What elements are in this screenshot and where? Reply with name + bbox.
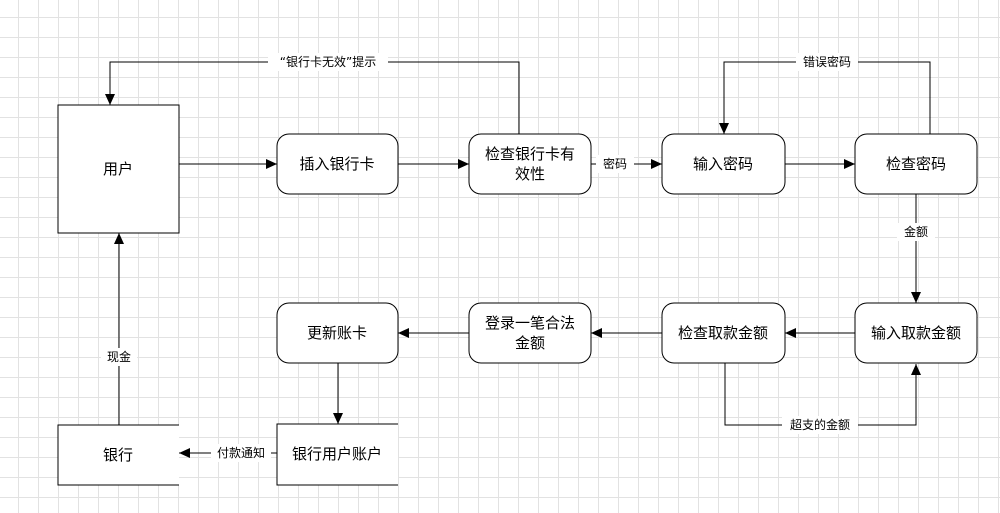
node-update-ledger <box>276 302 399 364</box>
node-record <box>468 302 592 364</box>
node-check-card-label-1: 检查银行卡有 <box>485 145 575 163</box>
node-check-card-label-2: 效性 <box>515 165 545 183</box>
node-bank <box>57 424 179 486</box>
node-enter-amount-label: 输入取款金额 <box>871 324 961 342</box>
node-record-label-2: 金额 <box>515 334 545 352</box>
label-amount: 金额 <box>904 224 928 239</box>
node-user-label: 用户 <box>103 160 133 178</box>
node-bank-account-label: 银行用户账户 <box>292 445 382 463</box>
node-insert-card <box>276 133 399 195</box>
node-check-amount <box>661 302 786 364</box>
node-record-label-1: 登录一笔合法 <box>485 314 575 332</box>
node-enter-amount <box>854 302 978 364</box>
label-payment-notice: 付款通知 <box>217 446 265 460</box>
label-overdraft: 超支的金额 <box>790 417 850 432</box>
edge-overdraft <box>724 363 921 426</box>
node-insert-card-label: 插入银行卡 <box>299 155 374 173</box>
node-check-card <box>468 133 592 195</box>
label-invalid-card: “银行卡无效”提示 <box>280 54 376 69</box>
label-password: 密码 <box>603 156 627 171</box>
node-bank-label: 银行 <box>103 446 133 464</box>
node-update-ledger-label: 更新账卡 <box>307 324 367 342</box>
node-check-pin <box>854 133 978 195</box>
node-enter-pin <box>661 133 786 195</box>
node-check-pin-label: 检查密码 <box>886 155 946 173</box>
node-user <box>57 104 180 234</box>
node-check-amount-label: 检查取款金额 <box>678 324 768 342</box>
label-wrong-password: 错误密码 <box>803 54 851 69</box>
node-bank-account <box>276 423 398 486</box>
node-enter-pin-label: 输入密码 <box>693 155 753 173</box>
edge-wrong-password <box>719 61 931 134</box>
label-cash: 现金 <box>107 349 131 364</box>
